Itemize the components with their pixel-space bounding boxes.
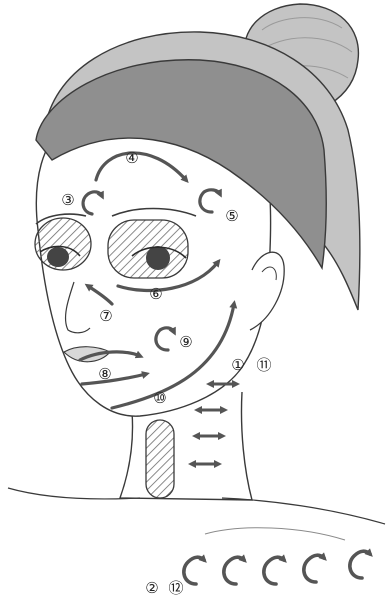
eye-zone-right [108, 220, 188, 278]
label-4: ④ [125, 149, 138, 167]
label-11: ⑪ [256, 356, 271, 374]
curl-arrow-icon [264, 557, 284, 584]
ear [250, 252, 284, 330]
curl-arrow-icon [184, 557, 204, 584]
label-9: ⑨ [179, 333, 192, 351]
label-3: ③ [61, 191, 74, 209]
label-8: ⑧ [98, 365, 111, 383]
collarbone-curls [184, 551, 370, 584]
label-7: ⑦ [99, 307, 112, 325]
curl-arrow-icon [304, 555, 324, 582]
curl-arrow-icon [224, 557, 244, 584]
label-6: ⑥ [149, 285, 162, 303]
throat-zone [146, 420, 174, 498]
label-5: ⑤ [225, 207, 238, 225]
label-2: ② [145, 579, 158, 597]
curl-arrow-icon [350, 551, 370, 578]
eye-zone-left [35, 218, 91, 270]
label-1: ① [231, 356, 244, 374]
label-12: ⑫ [168, 579, 183, 597]
label-10: ⑩ [153, 389, 166, 407]
